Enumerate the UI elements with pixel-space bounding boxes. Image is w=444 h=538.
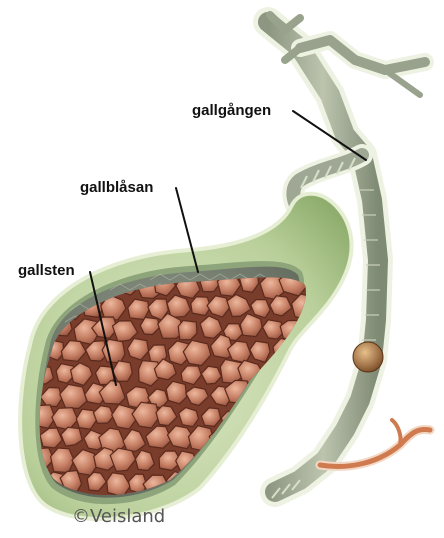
gallstone	[274, 429, 297, 452]
gallstones-label: gallsten	[18, 263, 75, 278]
gallstone	[238, 447, 261, 472]
gallstone	[179, 408, 199, 427]
gallstone	[264, 403, 288, 428]
gallstone	[284, 409, 305, 430]
gallstone	[51, 448, 75, 473]
gallstone	[283, 362, 304, 381]
gallstone	[232, 475, 254, 496]
gallstone	[263, 449, 283, 469]
gallstone	[178, 321, 197, 340]
bile-duct-label: gallgången	[192, 103, 271, 118]
gallstone	[248, 426, 277, 452]
copyright-text: ©Veisland	[72, 508, 165, 526]
gallstone	[293, 432, 313, 453]
gallstone	[297, 384, 315, 402]
gallstone	[166, 381, 187, 404]
gallbladder-label: gallblåsan	[80, 180, 153, 195]
gallstone	[273, 383, 298, 410]
